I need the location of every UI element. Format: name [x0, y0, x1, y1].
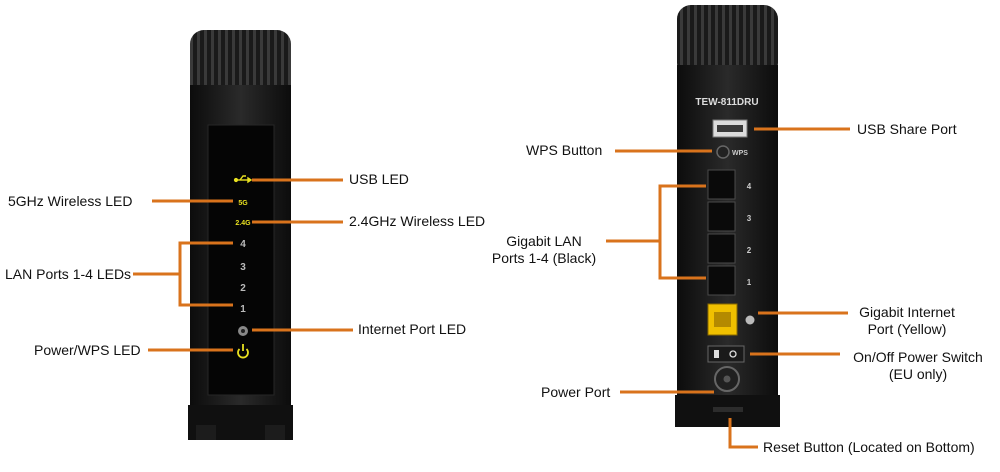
front-foot-left — [196, 425, 216, 440]
router-back-view: TEW-811DRU WPS 4 3 2 1 — [675, 5, 780, 427]
leader-lines — [133, 127, 850, 449]
back-top-vent — [677, 5, 778, 77]
front-top-vent — [190, 30, 291, 100]
label-gigabit-lan-line1: Gigabit LAN — [506, 233, 582, 249]
lan-port-1 — [707, 265, 736, 296]
power-icon — [237, 344, 249, 359]
front-led-panel — [207, 124, 275, 396]
label-wps-button: WPS Button — [526, 142, 603, 158]
label-power-switch-line2: (EU only) — [888, 366, 948, 382]
lan-port-3 — [707, 201, 736, 232]
label-usb-share-port: USB Share Port — [857, 121, 957, 137]
router-front-view: 5G 2.4G 4 3 2 1 — [188, 30, 293, 440]
port-number-2: 2 — [747, 246, 752, 255]
power-switch — [707, 345, 745, 363]
label-gigabit-lan: Gigabit LAN Ports 1-4 (Black) — [488, 233, 600, 267]
led-port-3-mark: 3 — [240, 262, 246, 273]
usb-led-icon — [233, 175, 253, 184]
port-number-3: 3 — [747, 214, 752, 223]
led-port-2-mark: 2 — [240, 283, 246, 294]
label-gigabit-internet-port: Gigabit Internet Port (Yellow) — [848, 304, 966, 338]
led-port-4-mark: 4 — [240, 239, 246, 250]
label-lan-ports-leds: LAN Ports 1-4 LEDs — [5, 266, 132, 282]
lan-port-4 — [707, 169, 736, 200]
label-power-switch: On/Off Power Switch (EU only) — [840, 349, 996, 383]
label-5ghz-wireless-led: 5GHz Wireless LED — [8, 193, 133, 209]
port-number-1: 1 — [747, 278, 752, 287]
label-internet-port-led: Internet Port LED — [358, 321, 467, 337]
model-name: TEW-811DRU — [695, 97, 758, 108]
label-gigabit-internet-line1: Gigabit Internet — [859, 304, 955, 320]
led-port-1-mark: 1 — [240, 304, 246, 315]
wps-mark: WPS — [732, 150, 748, 157]
label-power-wps-led: Power/WPS LED — [34, 342, 141, 358]
internet-globe-icon — [745, 315, 755, 325]
label-gigabit-internet-line2: Port (Yellow) — [867, 321, 947, 337]
front-foot-right — [265, 425, 285, 440]
label-reset-button: Reset Button (Located on Bottom) — [763, 439, 975, 455]
port-number-4: 4 — [747, 182, 752, 191]
reset-slot — [713, 407, 743, 412]
led-5g-mark: 5G — [238, 200, 248, 207]
internet-globe-icon — [238, 326, 248, 336]
label-usb-led: USB LED — [349, 171, 409, 187]
label-gigabit-lan-line2: Ports 1-4 (Black) — [491, 250, 597, 266]
lan-ports — [707, 169, 736, 296]
led-24g-mark: 2.4G — [235, 220, 251, 227]
label-24ghz-wireless-led: 2.4GHz Wireless LED — [349, 213, 486, 229]
wps-button — [716, 145, 730, 159]
label-power-port: Power Port — [541, 384, 611, 400]
lan-port-2 — [707, 233, 736, 264]
label-power-switch-line1: On/Off Power Switch — [853, 349, 983, 365]
